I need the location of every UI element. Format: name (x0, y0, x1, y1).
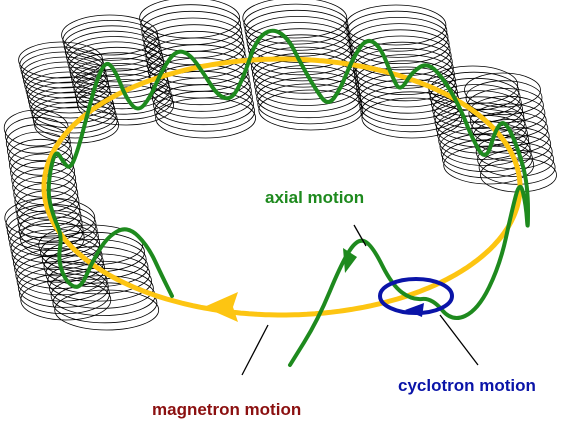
cyclotron-loop (243, 3, 349, 45)
axial-motion-trace (46, 28, 530, 367)
cyclotron-loop (7, 131, 72, 169)
cyclotron-loop (468, 95, 546, 131)
cyclotron-label-pointer (439, 314, 479, 366)
cyclotron-loop (440, 133, 532, 173)
cyclotron-loop (345, 4, 447, 46)
cyclotron-loop (244, 9, 350, 51)
cyclotron-loop (242, 0, 348, 39)
cyclotron-loop (355, 60, 456, 102)
axial-direction-arrow (343, 248, 357, 273)
cyclotron-loop (47, 260, 152, 302)
cyclotron-loop (357, 72, 459, 114)
cyclotron-loop (8, 138, 73, 176)
cyclotron-loop (352, 48, 454, 89)
cyclotron-loops (3, 0, 557, 331)
cyclotron-loop (475, 134, 553, 170)
cyclotron-loop (43, 246, 149, 288)
axial-label-pointer (353, 224, 367, 247)
cyclotron-loop (63, 25, 161, 67)
axial-motion-label: axial motion (265, 188, 365, 207)
cyclotron-loop (11, 235, 103, 277)
cyclotron-loop (17, 266, 109, 308)
cyclotron-motion-label: cyclotron motion (398, 376, 536, 395)
cyclotron-loop (464, 72, 541, 108)
magnetron-motion-label: magnetron motion (152, 400, 302, 419)
cyclotron-loop (40, 231, 145, 273)
cyclotron-loop (52, 282, 158, 324)
cyclotron-loop (69, 52, 167, 94)
cyclotron-loop (5, 124, 71, 162)
magnetron-label-pointer (241, 324, 269, 376)
cyclotron-loop (433, 96, 525, 136)
magnetron-direction-arrow (204, 292, 238, 322)
cyclotron-loop (361, 97, 463, 139)
magnetron-orbit (41, 56, 523, 318)
cyclotron-loop (154, 90, 256, 132)
cyclotron-loop (247, 28, 353, 70)
cyclotron-loop (347, 17, 449, 58)
cyclotron-loop (13, 241, 104, 283)
cyclotron-loop (434, 102, 526, 142)
cyclotron-loop (4, 116, 70, 154)
cyclotron-loop (353, 54, 455, 95)
cyclotron-loop (430, 84, 522, 123)
cyclotron-loop (14, 182, 80, 220)
cyclotron-loop (54, 289, 160, 331)
cyclotron-loop (77, 84, 174, 126)
cyclotron-loop (469, 103, 547, 139)
cyclotron-loop (153, 84, 254, 126)
cyclotron-loop (348, 23, 450, 64)
cyclotron-loop (258, 89, 364, 131)
cyclotron-loop (254, 65, 360, 106)
cyclotron-loop (349, 29, 451, 71)
cyclotron-loop (151, 77, 253, 119)
cyclotron-loop (465, 80, 543, 116)
cyclotron-loop (41, 238, 147, 280)
cyclotron-direction-arrow (405, 303, 424, 317)
cyclotron-loop (356, 66, 457, 108)
cyclotron-loop (155, 97, 257, 139)
cyclotron-loop (346, 10, 448, 52)
cyclotron-loop (257, 83, 363, 125)
cyclotron-loop (251, 52, 357, 94)
